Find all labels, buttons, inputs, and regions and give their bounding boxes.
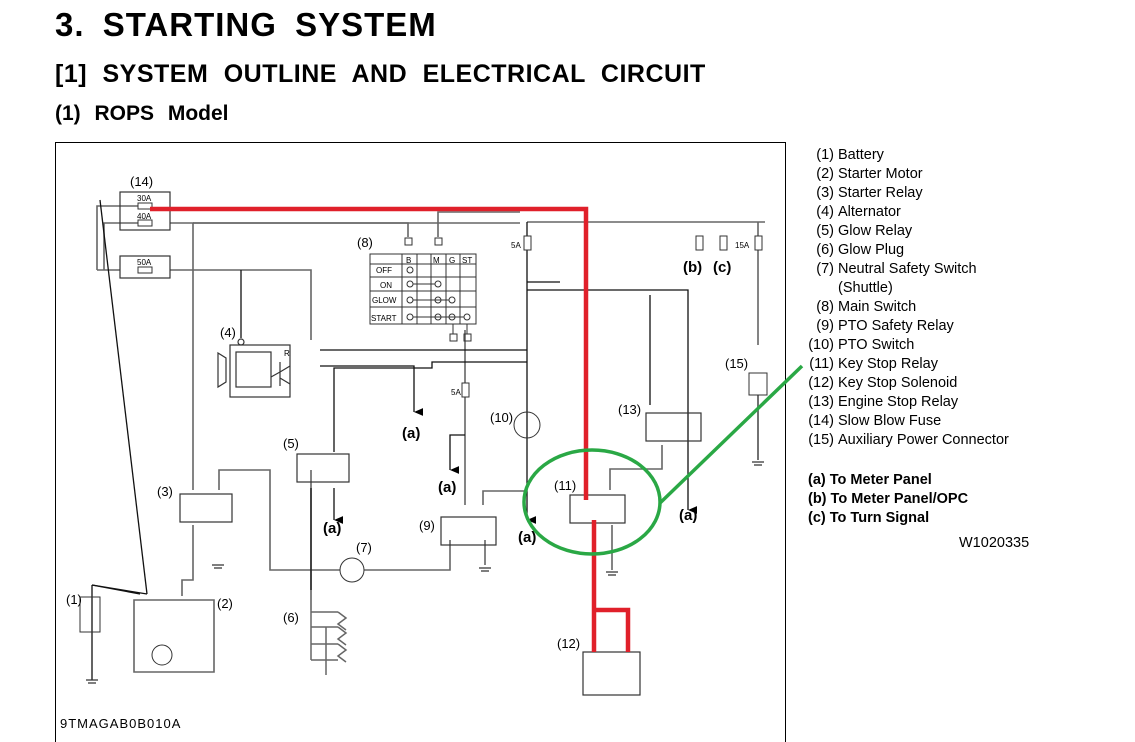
legend-item: (7)Neutral Safety Switch — [816, 261, 977, 277]
starter-motor-2 — [151, 644, 173, 666]
callout-annotation — [522, 364, 804, 556]
ref-a-1: (a) — [402, 425, 420, 442]
alternator-terminal-r: R — [284, 349, 290, 358]
relays — [179, 412, 702, 546]
starter-relay-3 — [179, 493, 233, 523]
neutral-safety-switch-7 — [339, 557, 365, 583]
subsection-title: [1] SYSTEM OUTLINE AND ELECTRICAL CIRCUI… — [55, 60, 706, 88]
legend-item: (12)Key Stop Solenoid — [808, 375, 958, 391]
label-c5: (5) — [283, 436, 299, 451]
main-switch-row-off: OFF — [376, 266, 392, 275]
model-title: (1) ROPS Model — [55, 102, 229, 125]
component-legend: (1)Battery (2)Starter Motor (3)Starter R… — [800, 146, 1009, 450]
legend-item: (15)Auxiliary Power Connector — [808, 432, 1009, 448]
legend-item: (10)PTO Switch — [808, 337, 915, 353]
legend-item: (14)Slow Blow Fuse — [808, 413, 942, 429]
key-stop-relay-11 — [569, 494, 626, 524]
fuse-30a-label: 30A — [137, 194, 152, 203]
main-switch-col-g: G — [449, 256, 455, 265]
main-switch-col-m: M — [433, 256, 440, 265]
note-item: (c) To Turn Signal — [808, 510, 930, 526]
main-switch-row-on: ON — [380, 281, 392, 290]
key-stop-solenoid-12 — [582, 651, 641, 696]
label-c12: (12) — [557, 636, 580, 651]
legend-item: (8)Main Switch — [816, 299, 917, 315]
legend-item: (13)Engine Stop Relay — [808, 394, 959, 410]
fuse-50a-label: 50A — [137, 258, 152, 267]
engine-stop-relay-13 — [645, 412, 702, 442]
main-switch-8 — [369, 237, 477, 342]
label-c1: (1) — [66, 592, 82, 607]
glow-relay-5 — [296, 453, 350, 483]
pto-switch-10 — [513, 411, 541, 439]
ref-a-4: (a) — [518, 529, 536, 546]
label-c8: (8) — [357, 235, 373, 250]
label-c7: (7) — [356, 540, 372, 555]
legend-item: (4)Alternator — [816, 204, 901, 220]
fuse-15a-label: 15A — [735, 241, 750, 250]
legend-item: (1)Battery — [816, 147, 884, 163]
ref-b: (b) — [683, 259, 702, 276]
ground-symbols — [86, 461, 764, 684]
label-c4: (4) — [220, 325, 236, 340]
highlighted-wire — [150, 206, 631, 652]
label-c10: (10) — [490, 410, 513, 425]
legend-item: (5)Glow Relay — [816, 223, 913, 239]
alternator-4 — [217, 338, 291, 398]
note-item: (b) To Meter Panel/OPC — [808, 491, 969, 507]
legend-item: (3)Starter Relay — [816, 185, 923, 201]
legend-item: (6)Glow Plug — [816, 242, 905, 258]
fuse-40a-label: 40A — [137, 212, 152, 221]
glow-plug-6 — [310, 610, 348, 675]
figure-code: 9TMAGAB0B010A — [60, 716, 182, 731]
label-c6: (6) — [283, 610, 299, 625]
diagram-frame — [55, 142, 786, 742]
wires-black — [91, 199, 698, 680]
label-c3: (3) — [157, 484, 173, 499]
legend-item: (2)Starter Motor — [816, 166, 923, 182]
pto-safety-relay-9 — [440, 516, 497, 546]
ref-a-3: (a) — [438, 479, 456, 496]
main-switch-col-st: ST — [462, 256, 472, 265]
label-c11: (11) — [554, 478, 576, 493]
fuse-block-top — [461, 235, 763, 398]
ref-a-2: (a) — [323, 520, 341, 537]
main-switch-row-glow: GLOW — [372, 296, 397, 305]
wires-gray — [96, 205, 765, 673]
fuse-5a-top-label: 5A — [511, 241, 521, 250]
main-switch-row-start: START — [371, 314, 397, 323]
label-c15: (15) — [725, 356, 748, 371]
label-c2: (2) — [217, 596, 233, 611]
circuit-diagram: (14) 30A 40A 50A (8) B M G ST OFF ON GLO… — [66, 174, 804, 696]
legend-item: (9)PTO Safety Relay — [816, 318, 954, 334]
legend-item-continuation: (Shuttle) — [838, 280, 893, 296]
reference-notes: (a) To Meter Panel (b) To Meter Panel/OP… — [808, 471, 968, 528]
label-c14: (14) — [130, 174, 153, 189]
legend-item: (11)Key Stop Relay — [809, 356, 938, 372]
battery-1 — [79, 596, 101, 633]
fuse-5a-mid-label: 5A — [451, 388, 461, 397]
label-c9: (9) — [419, 518, 435, 533]
main-switch-col-b: B — [406, 256, 411, 265]
ref-a-5: (a) — [679, 507, 697, 524]
section-title: 3. STARTING SYSTEM — [55, 6, 437, 43]
aux-power-connector-15 — [748, 372, 768, 396]
label-c13: (13) — [618, 402, 641, 417]
document-code: W1020335 — [959, 535, 1030, 551]
ref-c: (c) — [713, 259, 731, 276]
note-item: (a) To Meter Panel — [808, 472, 932, 488]
